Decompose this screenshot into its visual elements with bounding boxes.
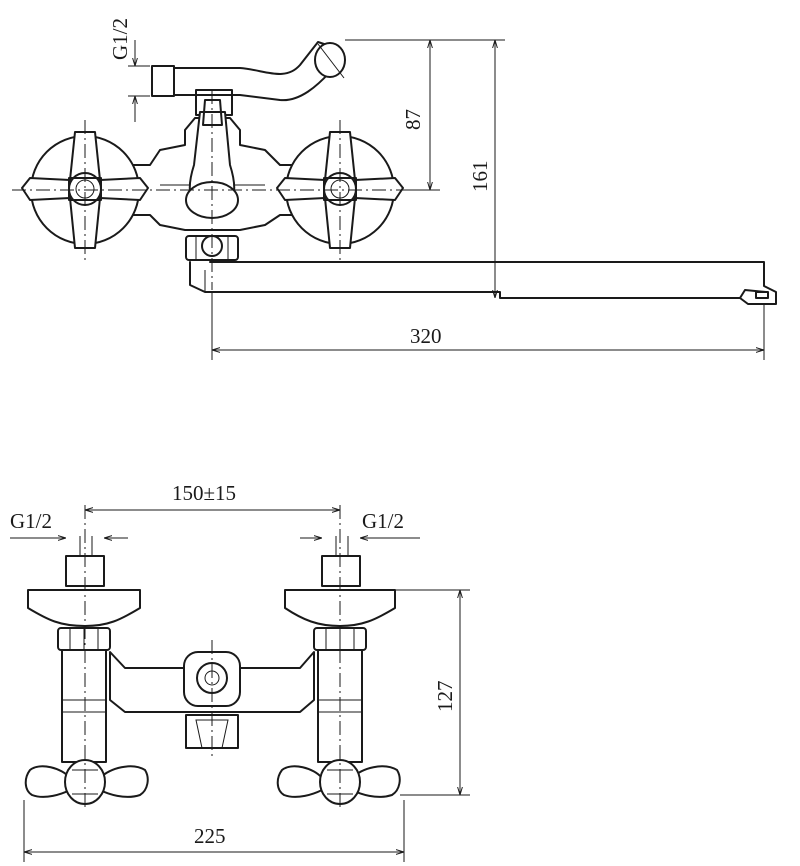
- thread-label-left: G1/2: [10, 509, 52, 533]
- left-lever-handle: [24, 759, 149, 805]
- left-flange: [27, 589, 141, 627]
- top-centerlines: [12, 90, 420, 290]
- thread-dimension-left: G1/2: [10, 509, 128, 538]
- height-87-label: 87: [401, 109, 425, 130]
- diverter-lever: [151, 41, 346, 116]
- height-127-label: 127: [433, 681, 457, 713]
- spacing-label: 150±15: [172, 481, 236, 505]
- dimension-320: 320: [211, 292, 765, 360]
- top-view: G1/2 87 161 320: [12, 18, 777, 360]
- dimension-225: 225: [23, 800, 405, 862]
- spout-pipe: [189, 261, 777, 305]
- thread-label-right: G1/2: [362, 509, 404, 533]
- left-pipe: [61, 649, 107, 763]
- right-inlet: [321, 536, 361, 587]
- height-161-label: 161: [468, 161, 492, 193]
- thread-dimension-top: G1/2: [108, 18, 150, 122]
- width-225-label: 225: [194, 824, 226, 848]
- front-view: 150±15 G1/2 G1/2 127 225: [10, 481, 470, 862]
- thread-dimension-right: G1/2: [300, 509, 420, 538]
- front-centerlines: [84, 505, 341, 808]
- thread-label-top: G1/2: [108, 18, 132, 60]
- dimension-87: 87: [345, 39, 440, 191]
- spout-length-label: 320: [410, 324, 442, 348]
- dimension-150: 150±15: [85, 481, 340, 510]
- left-collar: [57, 627, 111, 651]
- dimension-161: 161: [440, 39, 505, 299]
- right-lever-handle: [276, 759, 401, 805]
- dimension-127: 127: [395, 589, 470, 796]
